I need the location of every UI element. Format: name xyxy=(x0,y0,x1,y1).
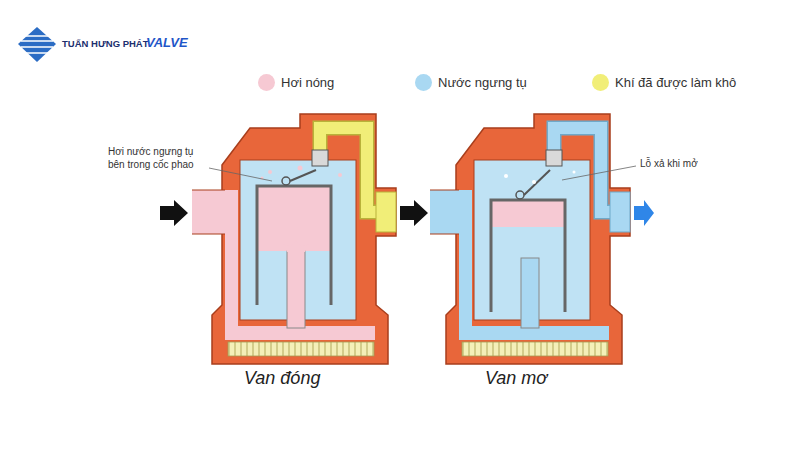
leader-line xyxy=(209,168,272,181)
logo-text: TUẤN HƯNG PHÁT xyxy=(62,38,149,49)
callout-text: Hơi nước ngưng tụ bên trong cốc phao xyxy=(108,146,206,171)
legend-swatch xyxy=(415,74,432,91)
leader-line xyxy=(562,166,636,180)
legend-text: Khí đã được làm khô xyxy=(615,75,736,90)
trap-open xyxy=(400,114,654,364)
legend-swatch xyxy=(258,74,275,91)
callout-text: Lỗ xả khi mở xyxy=(640,158,698,169)
inlet-arrow xyxy=(160,200,188,226)
logo-icon xyxy=(18,27,56,62)
legend-swatch xyxy=(592,74,609,91)
legend-text: Hơi nóng xyxy=(281,75,334,90)
caption: Van đóng xyxy=(244,368,320,389)
legend-text: Nước ngưng tụ xyxy=(438,75,527,90)
caption: Van mơ xyxy=(485,368,547,389)
outlet-arrow xyxy=(634,200,654,226)
logo-text: VALVE xyxy=(146,35,188,50)
trap-closed xyxy=(160,114,396,364)
